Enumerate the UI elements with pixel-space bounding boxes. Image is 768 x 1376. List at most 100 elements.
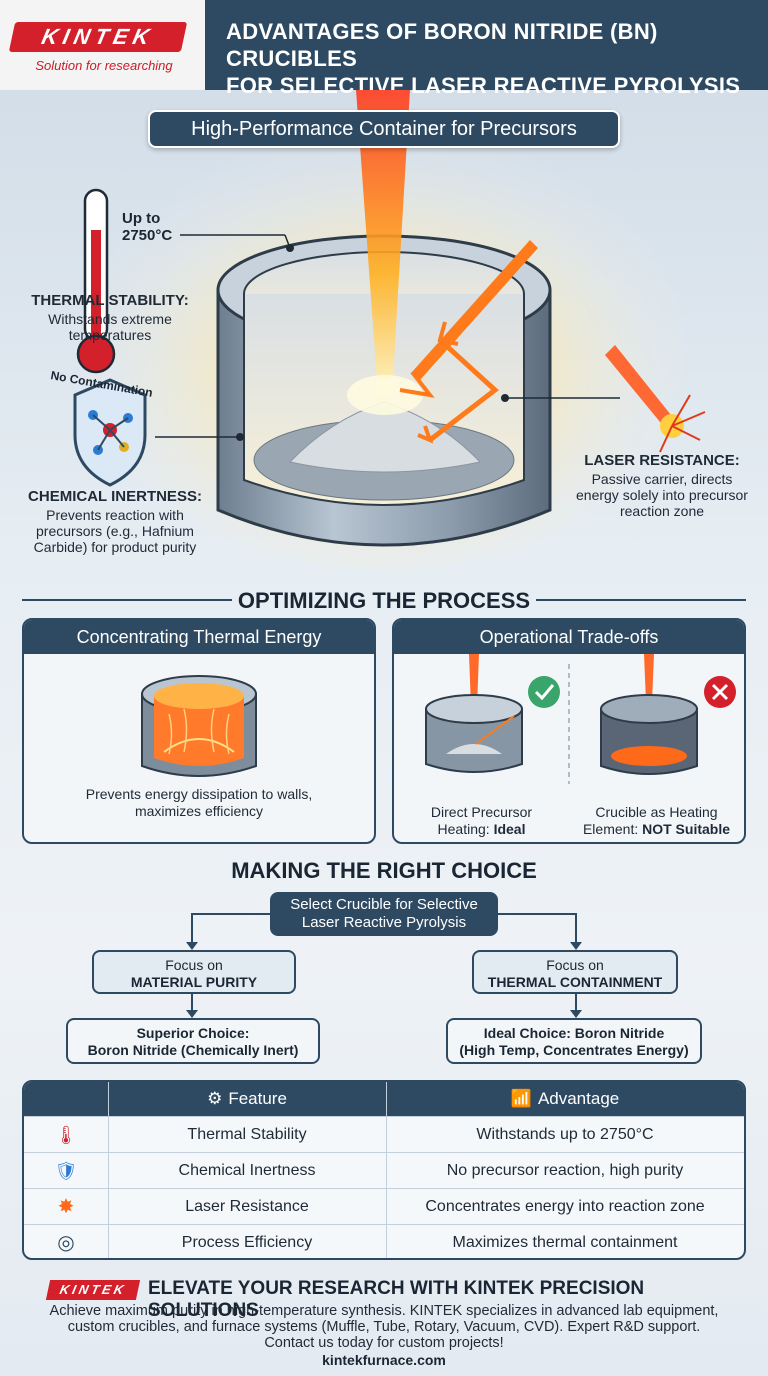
decision-flow-lines bbox=[186, 913, 582, 1018]
laser-burst-icon: ✸ bbox=[57, 1196, 75, 1218]
chemical-desc-line1: Prevents reaction with bbox=[46, 507, 184, 523]
table-row: 🌡 Thermal Stability Withstands up to 275… bbox=[24, 1116, 744, 1152]
table-row: 🛡 Chemical Inertness No precursor reacti… bbox=[24, 1152, 744, 1188]
footer-body-line2: custom crucibles, and furnace systems (M… bbox=[67, 1319, 701, 1335]
feature-header-label: Feature bbox=[228, 1089, 287, 1108]
page-title-line1: ADVANTAGES OF BORON NITRIDE (BN) CRUCIBL… bbox=[226, 19, 658, 71]
brand-logo[interactable]: KINTEK bbox=[8, 22, 188, 52]
feature-cell: Laser Resistance bbox=[185, 1198, 309, 1215]
process-heading: OPTIMIZING THE PROCESS bbox=[237, 588, 531, 613]
advantage-header-label: Advantage bbox=[537, 1089, 620, 1108]
thermal-temp: Up to 2750°C bbox=[122, 210, 172, 244]
focus-containment-line1: Focus on bbox=[546, 957, 604, 973]
purity-result-box: Superior Choice: Boron Nitride (Chemical… bbox=[66, 1018, 320, 1064]
good-caption-line2: Heating: Ideal bbox=[394, 821, 569, 838]
footer-title: ELEVATE YOUR RESEARCH WITH KINTEK PRECIS… bbox=[148, 1278, 645, 1321]
section-divider bbox=[22, 599, 232, 601]
choice-heading: MAKING THE RIGHT CHOICE bbox=[231, 858, 537, 883]
thermal-temp-line2: 2750°C bbox=[122, 227, 173, 244]
focus-containment-box: Focus on THERMAL CONTAINMENT bbox=[472, 950, 678, 994]
footer-body: Achieve maximum purity in high-temperatu… bbox=[20, 1303, 748, 1351]
footer-body-line3: Contact us today for custom projects! bbox=[264, 1335, 504, 1351]
hero-illustration bbox=[73, 90, 706, 570]
brand-tagline: Solution for researching bbox=[35, 58, 173, 73]
glowing-crucible-icon bbox=[141, 675, 257, 777]
chemical-desc-line3: Carbide) for product purity bbox=[33, 539, 197, 555]
purity-result-line2: Boron Nitride (Chemically Inert) bbox=[87, 1042, 299, 1058]
decision-root: Select Crucible for Selective Laser Reac… bbox=[270, 892, 498, 936]
feature-cell: Process Efficiency bbox=[181, 1234, 313, 1251]
good-verdict: Ideal bbox=[493, 821, 526, 837]
decision-root-line2: Laser Reactive Pyrolysis bbox=[301, 914, 467, 931]
advantage-cell: No precursor reaction, high purity bbox=[446, 1162, 684, 1179]
column-divider bbox=[386, 1082, 387, 1258]
direct-heating-caption: Direct Precursor Heating: Ideal bbox=[394, 804, 569, 838]
thermal-heading: THERMAL STABILITY: bbox=[31, 292, 189, 309]
table-row: ◎ Process Efficiency Maximizes thermal c… bbox=[24, 1224, 744, 1258]
shield-check-icon: 🛡 bbox=[54, 1161, 78, 1181]
focus-purity-line2: MATERIAL PURITY bbox=[130, 974, 258, 990]
concentrating-caption-line2: maximizes efficiency bbox=[134, 803, 264, 819]
good-caption-prefix: Heating: bbox=[437, 821, 494, 837]
thermal-desc-line1: Withstands extreme bbox=[48, 311, 172, 327]
focus-purity-box: Focus on MATERIAL PURITY bbox=[92, 950, 296, 994]
hero-subtitle: High-Performance Container for Precursor… bbox=[148, 110, 620, 148]
tradeoff-illustration bbox=[425, 654, 736, 784]
laser-resistance-callout: LASER RESISTANCE: Passive carrier, direc… bbox=[560, 452, 764, 519]
containment-result-line1: Ideal Choice: Boron Nitride bbox=[483, 1025, 665, 1041]
purity-result-line1: Superior Choice: bbox=[136, 1025, 250, 1041]
page-title-line2: FOR SELECTIVE LASER REACTIVE PYROLYSIS bbox=[226, 73, 741, 98]
chemical-inertness-callout: CHEMICAL INERTNESS: Prevents reaction wi… bbox=[10, 488, 220, 555]
section-divider bbox=[536, 599, 746, 601]
laser-desc-line1: Passive carrier, directs bbox=[591, 471, 733, 487]
features-table: ⚙ Feature 📶 Advantage 🌡 Thermal Stability … bbox=[22, 1080, 746, 1260]
tradeoffs-panel: Operational Trade-offs Direct Precursor … bbox=[392, 618, 746, 844]
focus-purity-line1: Focus on bbox=[165, 957, 223, 973]
advantage-column-header: 📶 Advantage bbox=[386, 1082, 744, 1116]
target-icon: ◎ bbox=[57, 1232, 75, 1254]
thermal-desc-line2: temperatures bbox=[68, 327, 152, 343]
feature-cell: Thermal Stability bbox=[187, 1126, 307, 1143]
chemical-desc-line2: precursors (e.g., Hafnium bbox=[36, 523, 194, 539]
column-divider bbox=[108, 1082, 109, 1258]
bad-caption-line1: Crucible as Heating bbox=[595, 804, 718, 820]
thermal-stability-callout: THERMAL STABILITY: Withstands extreme te… bbox=[10, 292, 210, 343]
footer-logo[interactable]: KINTEK bbox=[45, 1280, 141, 1300]
check-icon bbox=[528, 676, 560, 708]
cross-icon bbox=[704, 676, 736, 708]
feature-cell: Chemical Inertness bbox=[178, 1162, 316, 1179]
laser-desc-line3: reaction zone bbox=[619, 503, 705, 519]
laser-heading: LASER RESISTANCE: bbox=[584, 452, 740, 469]
table-row: ✸ Laser Resistance Concentrates energy i… bbox=[24, 1188, 744, 1224]
advantage-cell: Maximizes thermal containment bbox=[452, 1234, 678, 1251]
concentrating-energy-panel: Concentrating Thermal Energy Prevents en… bbox=[22, 618, 376, 844]
tradeoffs-title: Operational Trade-offs bbox=[394, 620, 744, 654]
concentrating-caption-line1: Prevents energy dissipation to walls, bbox=[85, 786, 313, 802]
footer-body-line1: Achieve maximum purity in high-temperatu… bbox=[49, 1303, 719, 1319]
feature-column-header: ⚙ Feature bbox=[108, 1082, 386, 1116]
heating-element-caption: Crucible as Heating Element: NOT Suitabl… bbox=[569, 804, 744, 838]
bad-verdict: NOT Suitable bbox=[642, 821, 731, 837]
laser-desc-line2: energy solely into precursor bbox=[576, 487, 748, 503]
thermal-temp-line1: Up to bbox=[122, 210, 161, 227]
gear-icon: ⚙ bbox=[207, 1089, 223, 1108]
shield-molecule-icon bbox=[73, 378, 147, 487]
chart-icon: 📶 bbox=[510, 1089, 532, 1108]
containment-result-box: Ideal Choice: Boron Nitride (High Temp, … bbox=[446, 1018, 702, 1064]
decision-root-line1: Select Crucible for Selective bbox=[290, 896, 478, 913]
concentrating-energy-title: Concentrating Thermal Energy bbox=[24, 620, 374, 654]
focus-containment-line2: THERMAL CONTAINMENT bbox=[487, 974, 663, 990]
concentrating-caption: Prevents energy dissipation to walls, ma… bbox=[24, 786, 374, 820]
thermometer-icon bbox=[76, 188, 116, 374]
containment-result-line2: (High Temp, Concentrates Energy) bbox=[459, 1042, 689, 1058]
good-caption-line1: Direct Precursor bbox=[430, 804, 533, 820]
thermometer-icon: 🌡 bbox=[54, 1125, 78, 1145]
bad-caption-prefix: Element: bbox=[582, 821, 643, 837]
page-title: ADVANTAGES OF BORON NITRIDE (BN) CRUCIBL… bbox=[226, 18, 762, 99]
bad-caption-line2: Element: NOT Suitable bbox=[569, 821, 744, 838]
advantage-cell: Withstands up to 2750°C bbox=[476, 1126, 654, 1143]
advantage-cell: Concentrates energy into reaction zone bbox=[425, 1198, 705, 1215]
footer-website-link[interactable]: kintekfurnace.com bbox=[322, 1352, 446, 1368]
chemical-heading: CHEMICAL INERTNESS: bbox=[28, 488, 202, 505]
table-header: ⚙ Feature 📶 Advantage bbox=[24, 1082, 744, 1116]
